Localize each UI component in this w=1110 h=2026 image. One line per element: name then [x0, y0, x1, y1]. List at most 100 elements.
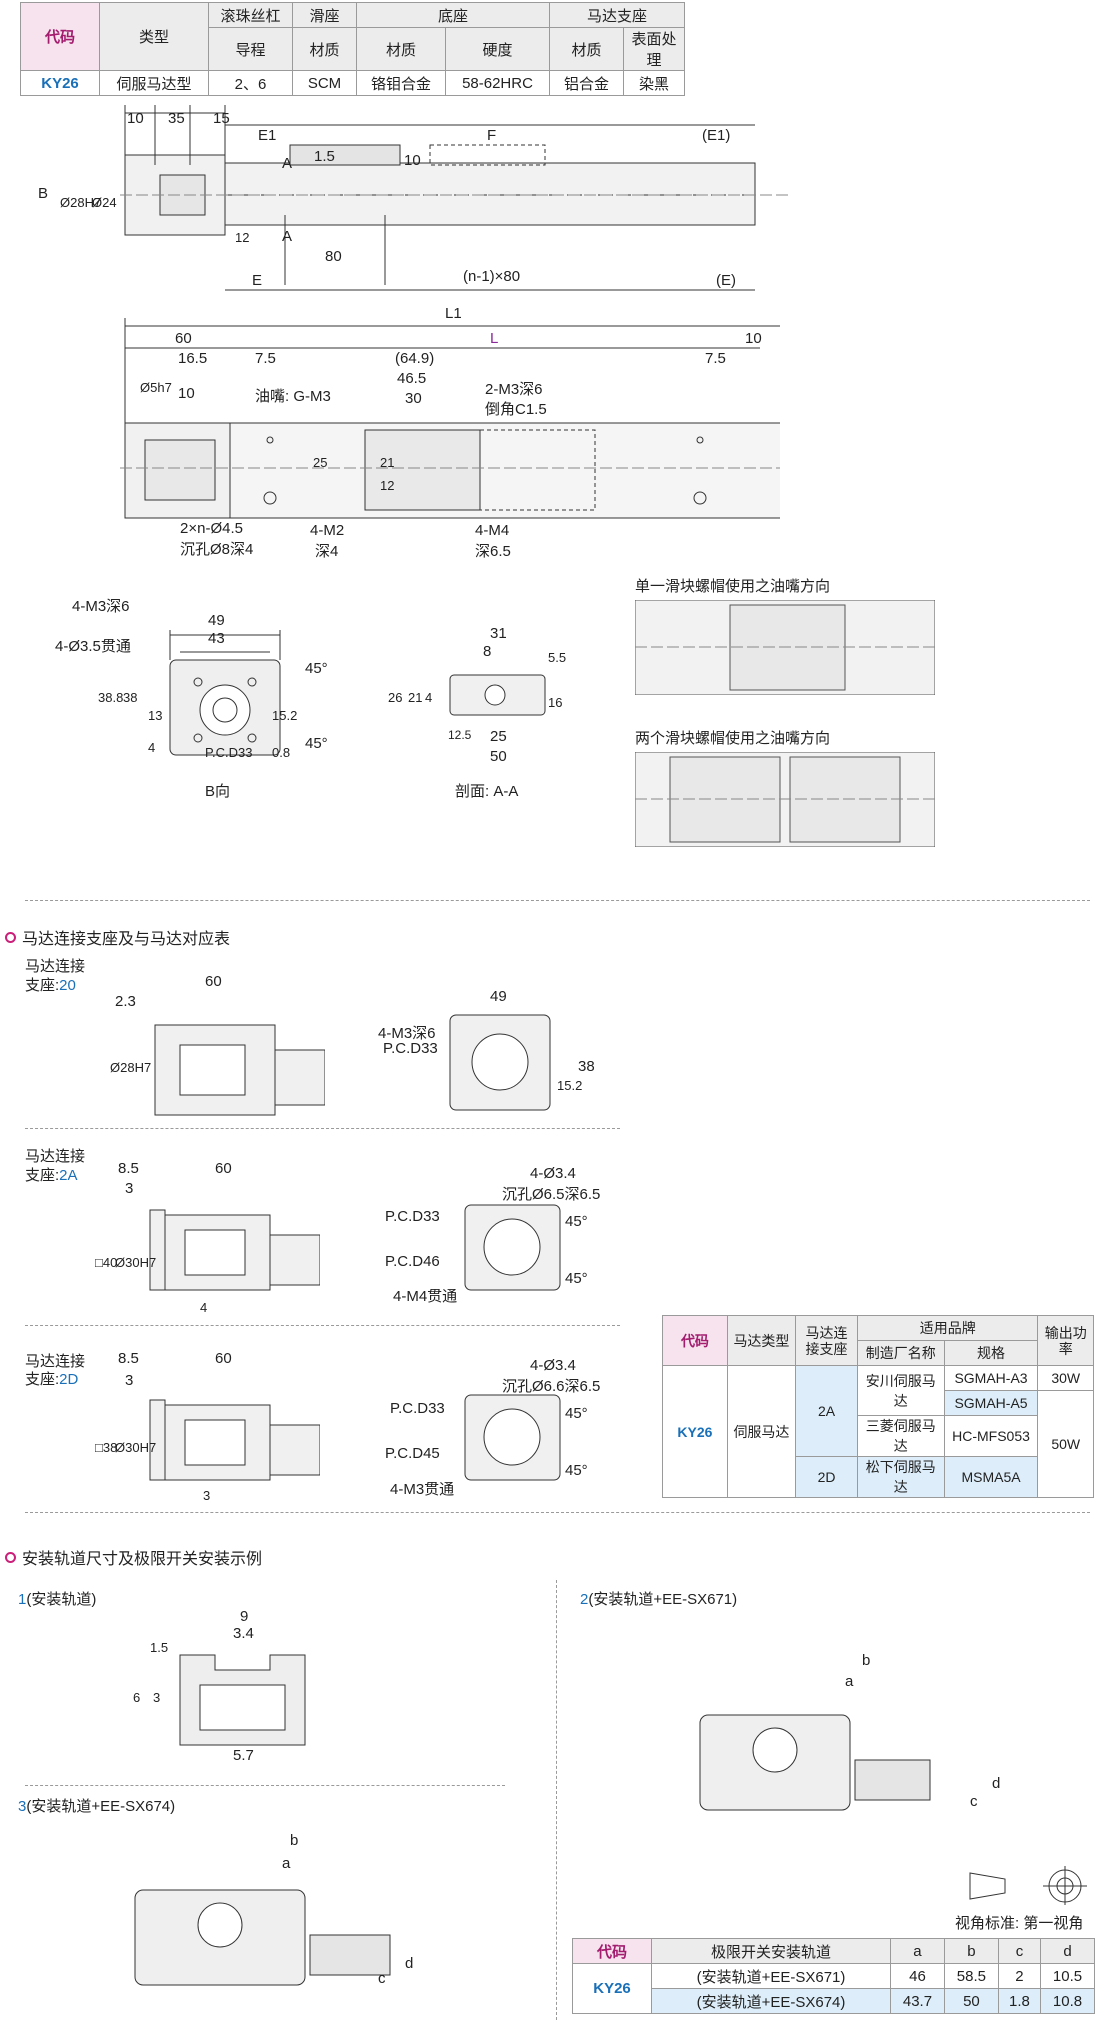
switch-header-name: 极限开关安装轨道 — [651, 1938, 891, 1964]
mount2a-sq40: □40 — [95, 1255, 118, 1270]
counterbore-8: 沉孔Ø8深4 — [180, 541, 254, 558]
dim-10d: 10 — [745, 330, 762, 347]
mount2d-60: 60 — [215, 1350, 232, 1367]
mount2a-cbore: 沉孔Ø6.5深6.5 — [502, 1186, 601, 1203]
dim-7-5a: 7.5 — [255, 350, 276, 367]
spec-header-base: 底座 — [356, 2, 550, 28]
mount20-2-3: 2.3 — [115, 993, 136, 1010]
b-view-pcd: P.C.D33 — [205, 745, 253, 760]
switch-header-b: b — [943, 1938, 999, 1964]
spec-table: 代码 类型 滚珠丝杠 滑座 底座 马达支座 导程 材质 材质 硬度 材质 表面处… — [20, 2, 685, 96]
spec-code: KY26 — [20, 70, 100, 96]
motor-mount-2d: 2D — [794, 1456, 859, 1498]
mount2a-pcd46: P.C.D46 — [385, 1253, 440, 1270]
oil-nipple-label: 油嘴: G-M3 — [255, 388, 331, 405]
mount2d-sq38: □38 — [95, 1440, 118, 1455]
oil-single-drawing — [635, 600, 935, 695]
spec-sub-material3: 材质 — [549, 27, 624, 71]
motor-model-a5: SGMAH-A5 — [943, 1390, 1039, 1416]
rail1-3-4: 3.4 — [233, 1625, 254, 1642]
mount20-pcd: P.C.D33 — [383, 1040, 438, 1057]
switch-header-d: d — [1040, 1938, 1095, 1964]
rail3-title: 3(安装轨道+EE-SX674) — [18, 1798, 176, 1815]
motor-header-type: 马达类型 — [726, 1315, 797, 1366]
switch-row2-d: 10.8 — [1040, 1988, 1095, 2014]
mount2a-4: 4 — [200, 1300, 208, 1315]
tap-4m4-depth: 深6.5 — [475, 543, 511, 560]
dim-35: 35 — [168, 110, 185, 127]
switch-row2-c: 1.8 — [997, 1988, 1042, 2014]
oil-double-drawing — [635, 752, 935, 847]
dim-46-5: 46.5 — [397, 370, 427, 387]
mount2a-label2: 支座:2A — [25, 1167, 78, 1184]
mount2d-pcd45: P.C.D45 — [385, 1445, 440, 1462]
mount2a-45b: 45° — [565, 1270, 588, 1287]
motor-sub-model: 规格 — [943, 1340, 1039, 1366]
motor-power-30w: 30W — [1037, 1365, 1094, 1391]
motor-header-mount: 马达连接支座 — [794, 1315, 859, 1366]
motor-mount-2a: 2A — [794, 1365, 859, 1457]
switch-row1-b: 58.5 — [943, 1963, 999, 1989]
dim-e1-paren: (E1) — [702, 127, 731, 144]
b-view-49: 49 — [208, 612, 225, 629]
mount2a-45a: 45° — [565, 1213, 588, 1230]
chamfer-c1-5: 倒角C1.5 — [485, 401, 547, 418]
b-view-drawing — [169, 630, 281, 756]
aa-5-5: 5.5 — [548, 650, 567, 665]
first-angle-projection-icon — [969, 1866, 1087, 1905]
mount20-tap: 4-M3深6 — [378, 1025, 436, 1042]
rail1-5-7: 5.7 — [233, 1747, 254, 1764]
mount2d-front — [464, 1394, 561, 1481]
motor-code: KY26 — [662, 1365, 728, 1498]
mount2d-45b: 45° — [565, 1462, 588, 1479]
switch-row1-d: 10.5 — [1040, 1963, 1095, 1989]
aa-caption: 剖面: A-A — [455, 783, 519, 800]
rail1-9: 9 — [240, 1608, 249, 1625]
mount2a-label: 马达连接 — [25, 1148, 86, 1165]
mount2a-hole: 4-Ø3.4 — [530, 1165, 576, 1182]
rail1-title: 1(安装轨道) — [18, 1591, 97, 1608]
rail2-b: b — [862, 1652, 871, 1669]
mount2a-tap: 4-M4贯通 — [393, 1288, 458, 1305]
dim-f: F — [487, 127, 497, 144]
rail3-a: a — [282, 1855, 291, 1872]
aa-31: 31 — [490, 625, 507, 642]
rail1-6: 6 — [133, 1690, 141, 1705]
mount2d-label2: 支座:2D — [25, 1371, 79, 1388]
motor-table: 代码 马达类型 马达连接支座 适用品牌 输出功率 制造厂名称 规格 KY26 伺… — [662, 1315, 1094, 1498]
dim-1-5: 1.5 — [314, 148, 335, 165]
section-a-bottom: A — [282, 228, 293, 245]
motor-header-power: 输出功率 — [1037, 1315, 1094, 1366]
rail2-drawing — [699, 1714, 931, 1811]
motor-power-50w: 50W — [1037, 1390, 1094, 1498]
switch-row2-a: 43.7 — [890, 1988, 945, 2014]
mount2a-side — [149, 1209, 320, 1291]
mount20-15-2: 15.2 — [557, 1078, 583, 1093]
rail3-d: d — [405, 1955, 414, 1972]
mount20-label2: 支座:20 — [25, 977, 76, 994]
spec-lead: 2、6 — [208, 70, 293, 96]
b-view-45b: 45° — [305, 735, 328, 752]
motor-maker-mitsubishi: 三菱伺服马达 — [857, 1415, 945, 1457]
aa-26: 26 — [388, 690, 403, 705]
spec-mount-surface: 染黑 — [623, 70, 685, 96]
dim-10b: 10 — [404, 152, 421, 169]
dim-pitch: (n-1)×80 — [463, 268, 521, 285]
section-a-top: A — [282, 155, 293, 172]
dim-7-5b: 7.5 — [705, 350, 726, 367]
separator-3 — [25, 1325, 620, 1326]
mount20-60: 60 — [205, 973, 222, 990]
spec-slider-material: SCM — [292, 70, 357, 96]
b-view-38-8: 38.8 — [98, 690, 124, 705]
projection-label: 视角标准: 第一视角 — [955, 1915, 1084, 1932]
spec-header-motor-mount: 马达支座 — [549, 2, 685, 28]
b-view-through: 4-Ø3.5贯通 — [55, 638, 131, 655]
switch-table: 代码 极限开关安装轨道 a b c d KY26 (安装轨道+EE-SX671)… — [572, 1938, 1095, 2014]
mount2d-tap: 4-M3贯通 — [390, 1481, 455, 1498]
dim-12: 12 — [235, 230, 250, 245]
dim-10: 10 — [127, 110, 144, 127]
tap-4m4: 4-M4 — [475, 522, 510, 539]
switch-header-c: c — [997, 1938, 1042, 1964]
aa-8: 8 — [483, 643, 492, 660]
spec-mount-material: 铝合金 — [549, 70, 624, 96]
